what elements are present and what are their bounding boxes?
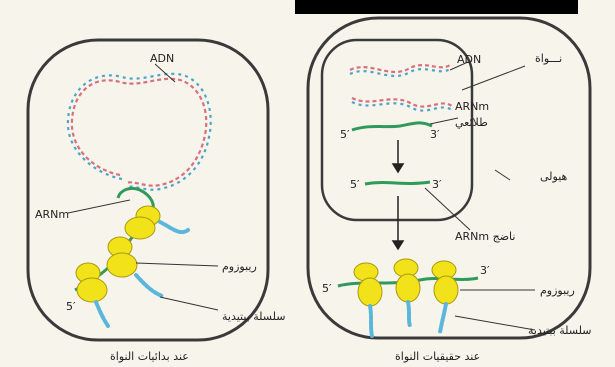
prokaryote-cell-membrane: [28, 40, 268, 340]
top-black-bar: [295, 0, 578, 14]
prokaryote-mrna-label: ARNm: [35, 208, 69, 221]
prokaryote-ribosome-label: ريبوزوم: [222, 260, 257, 273]
mature-mrna-five-prime: 5′: [350, 178, 360, 191]
cytoplasm-label: هيولى: [540, 170, 568, 183]
eukaryote-dna: [350, 65, 452, 111]
mature-mrna-three-prime: 3′: [432, 178, 442, 191]
pre-mrna-label-line2: طلائعي: [455, 116, 488, 129]
prokaryote-five-prime: 5′: [66, 300, 76, 313]
eukaryote-caption: عند حقيقيات النواة: [395, 350, 480, 363]
cytoplasm-mrna-five-prime: 5′: [322, 282, 332, 295]
mature-mrna-in-nucleus: [365, 182, 430, 184]
eukaryote-ribosome-label: ريبوزوم: [540, 284, 575, 297]
eukaryote-ribosome-3: [432, 261, 458, 304]
prokaryote-caption: عند بدائيات النواة: [110, 350, 189, 363]
prokaryote-ribosome-3: [76, 263, 107, 302]
process-arrows: [393, 140, 403, 249]
pre-mrna-five-prime: 5′: [340, 128, 350, 141]
eukaryote-dna-label: ADN: [457, 53, 481, 66]
prokaryote-ribosome-1: [125, 206, 160, 239]
prokaryote-dna-loop: [68, 74, 211, 190]
nucleus-label: نـــواة: [535, 52, 562, 65]
prokaryote-peptide-label: سلسلة ببتيدية: [222, 310, 285, 323]
eukaryote-ribosome-2: [394, 259, 420, 302]
prokaryote-dna-label: ADN: [150, 52, 174, 65]
eukaryote-peptide-chains: [370, 302, 446, 336]
pre-mrna-label-line1: ARNm: [455, 100, 489, 113]
prokaryote-ribosome-2: [107, 237, 137, 277]
pre-mrna-three-prime: 3′: [430, 128, 440, 141]
mature-mrna-label: ARNm ناضج: [455, 230, 515, 243]
eukaryote-peptide-label: سلسلة ببتيدية: [528, 324, 591, 337]
cytoplasm-mrna-three-prime: 3′: [480, 264, 490, 277]
pre-mrna-strand: [352, 123, 432, 130]
